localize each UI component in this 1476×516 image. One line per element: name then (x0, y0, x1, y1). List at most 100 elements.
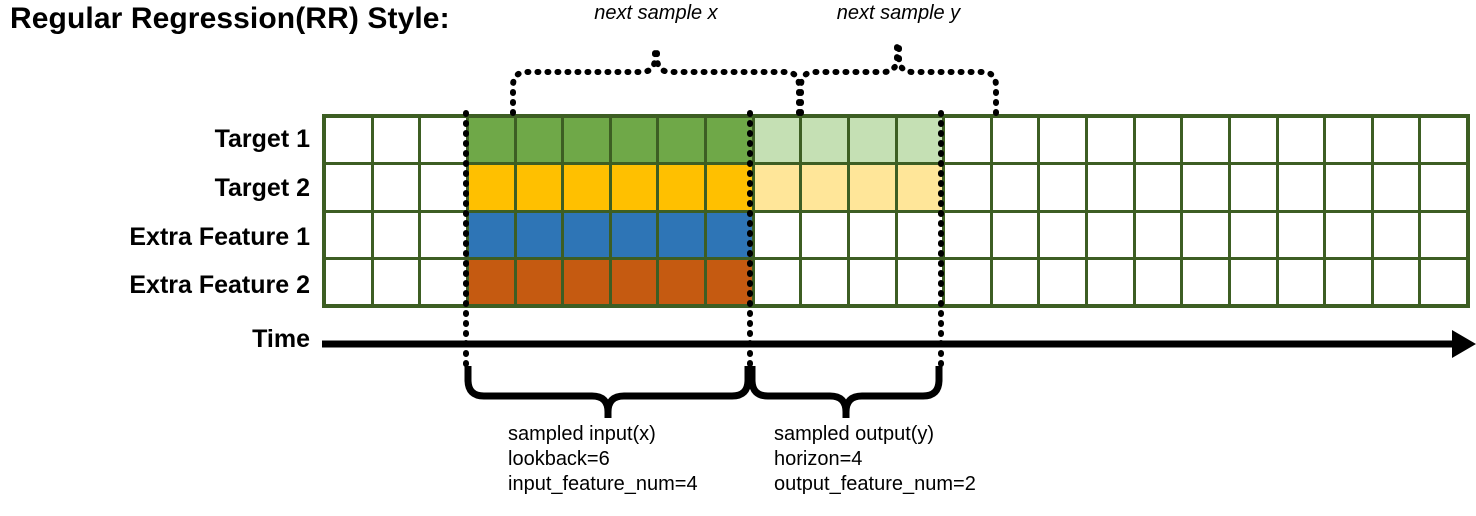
grid-cell-input (468, 212, 514, 257)
grid-cell-input (516, 118, 562, 163)
grid-cell-input (611, 165, 657, 210)
grid-cell-empty (1421, 165, 1466, 210)
grid-cell-empty (1326, 165, 1371, 210)
grid-cell-empty (1088, 118, 1133, 163)
grid-cell-empty (945, 212, 990, 257)
sampled-output-annotation: sampled output(y) horizon=4 output_featu… (774, 422, 976, 497)
grid-cell-input (611, 259, 657, 304)
grid-cell-output (897, 118, 943, 163)
grid-cell-empty (373, 118, 419, 163)
grid-cell-empty (992, 259, 1038, 304)
grid-cell-empty (992, 212, 1038, 257)
grid-cell-input (468, 118, 514, 163)
grid-cell-input (468, 165, 514, 210)
grid-cell-empty (1135, 118, 1181, 163)
grid-cell-empty (802, 212, 847, 257)
grid-cell-output (849, 118, 895, 163)
grid-cell-output (754, 118, 800, 163)
sampled-output-line-1: sampled output(y) (774, 423, 935, 445)
grid-cell-empty (897, 212, 943, 257)
grid-cell-empty (1230, 259, 1276, 304)
grid-cell-empty (373, 165, 419, 210)
grid-cell-empty (1040, 118, 1085, 163)
sampled-input-annotation: sampled input(x) lookback=6 input_featur… (508, 422, 698, 497)
grid-cell-input (564, 259, 609, 304)
grid-cell-empty (421, 259, 466, 304)
grid-cell-input (659, 212, 704, 257)
sampled-input-line-3: input_feature_num=4 (508, 473, 698, 495)
grid-cell-empty (1421, 118, 1466, 163)
grid-cell-empty (1230, 165, 1276, 210)
grid-cell-empty (421, 165, 466, 210)
row-label-extra-feature-2: Extra Feature 2 (129, 271, 310, 299)
grid-cell-empty (945, 165, 990, 210)
grid-cell-empty (373, 259, 419, 304)
grid-cell-input (659, 165, 704, 210)
grid-cell-empty (421, 212, 466, 257)
grid-cell-empty (1326, 118, 1371, 163)
grid-cell-empty (1040, 259, 1085, 304)
grid-cell-empty (1326, 212, 1371, 257)
top-brace-next-sample-x (510, 43, 802, 116)
row-label-extra-feature-1: Extra Feature 1 (129, 223, 310, 251)
grid-cell-empty (1183, 259, 1228, 304)
sampled-output-line-2: horizon=4 (774, 448, 863, 470)
page-title: Regular Regression(RR) Style: (10, 2, 450, 35)
grid-cell-empty (326, 118, 371, 163)
grid-row (326, 212, 1466, 257)
time-axis (322, 330, 1476, 358)
grid-cell-empty (373, 212, 419, 257)
bottom-brace-sampled-output (748, 366, 943, 418)
grid-cell-empty (1373, 118, 1419, 163)
grid-cell-input (611, 212, 657, 257)
grid-cell-empty (421, 118, 466, 163)
grid-cell-empty (1278, 212, 1324, 257)
grid-cell-empty (1183, 212, 1228, 257)
grid-cell-empty (754, 212, 800, 257)
grid-cell-input (707, 165, 752, 210)
grid-cell-empty (326, 259, 371, 304)
grid-cell-empty (897, 259, 943, 304)
sampled-input-line-1: sampled input(x) (508, 423, 656, 445)
grid-cell-input (516, 212, 562, 257)
grid-cell-empty (1278, 165, 1324, 210)
grid-cell-input (611, 118, 657, 163)
grid-cell-empty (1373, 259, 1419, 304)
grid-cell-empty (1040, 165, 1085, 210)
grid-cell-empty (1230, 118, 1276, 163)
grid-cell-empty (849, 259, 895, 304)
grid-cell-empty (1278, 118, 1324, 163)
grid-cell-input (707, 259, 752, 304)
time-axis-label: Time (252, 325, 310, 353)
grid-row (326, 165, 1466, 210)
grid-cell-empty (1088, 212, 1133, 257)
grid-cell-output (897, 165, 943, 210)
grid-cell-input (564, 118, 609, 163)
grid-cell-input (516, 259, 562, 304)
grid-cell-output (802, 165, 847, 210)
grid-cell-empty (992, 165, 1038, 210)
grid-cell-empty (1183, 118, 1228, 163)
grid-cell-empty (945, 118, 990, 163)
grid-cell-input (707, 118, 752, 163)
grid-cell-empty (1040, 212, 1085, 257)
grid-cell-empty (1088, 259, 1133, 304)
grid-cell-input (516, 165, 562, 210)
row-label-target-1: Target 1 (214, 125, 310, 153)
grid-cell-empty (1421, 259, 1466, 304)
grid-cell-empty (326, 165, 371, 210)
grid-row (326, 259, 1466, 304)
grid-cell-input (707, 212, 752, 257)
grid-cell-empty (1373, 165, 1419, 210)
grid-cell-empty (945, 259, 990, 304)
grid-cell-input (659, 259, 704, 304)
top-bracket-label-next-sample-y: next sample y (836, 2, 961, 24)
row-label-target-2: Target 2 (214, 174, 310, 202)
timeseries-grid (322, 114, 1470, 308)
grid-cell-output (802, 118, 847, 163)
grid-cell-empty (326, 212, 371, 257)
grid-cell-empty (1373, 212, 1419, 257)
bottom-brace-sampled-input (464, 366, 752, 418)
top-brace-next-sample-y (798, 43, 999, 116)
